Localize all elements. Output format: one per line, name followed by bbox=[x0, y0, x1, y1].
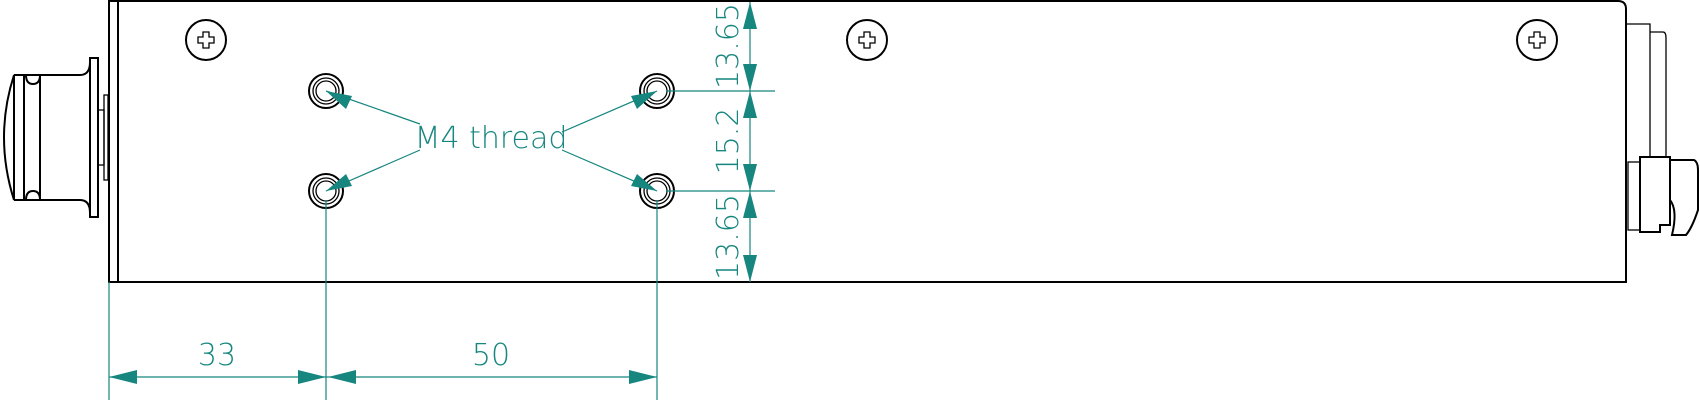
thread-hole-1 bbox=[308, 73, 344, 109]
front-plate bbox=[108, 0, 119, 283]
screw-1 bbox=[185, 19, 227, 61]
left-knob bbox=[3, 57, 109, 218]
callout-leaders bbox=[325, 90, 658, 192]
screw-3 bbox=[1516, 19, 1558, 61]
dimension-33: 33 bbox=[198, 338, 236, 373]
callout-label: M4 thread bbox=[415, 121, 568, 156]
dimension-13-65-top: 13.65 bbox=[711, 3, 746, 89]
housing-body bbox=[118, 0, 1627, 283]
horizontal-dimensions bbox=[108, 200, 658, 400]
vertical-dimensions bbox=[666, 2, 775, 282]
dimension-50: 50 bbox=[472, 338, 510, 373]
dimension-13-65-bottom: 13.65 bbox=[711, 194, 746, 280]
right-connector bbox=[1627, 23, 1699, 236]
dimension-15-2: 15.2 bbox=[711, 108, 746, 175]
screw-2 bbox=[846, 19, 888, 61]
